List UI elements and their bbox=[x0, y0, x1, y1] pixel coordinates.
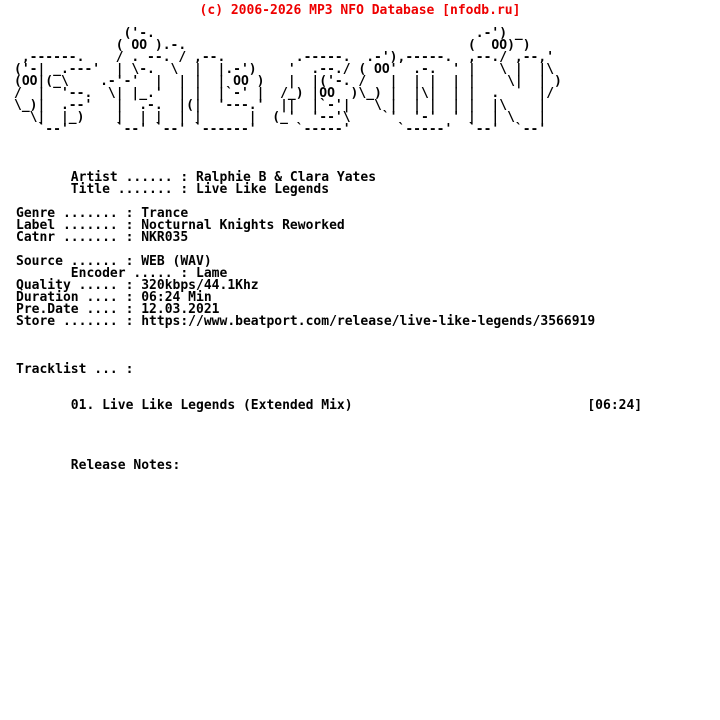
release-notes-text: Release Notes: bbox=[16, 458, 181, 473]
copyright-banner: (c) 2006-2026 MP3 NFO Database [nfodb.ru… bbox=[199, 3, 521, 18]
tracklist-text: Tracklist ... : 01. Live Like Legends (E… bbox=[16, 362, 643, 413]
release-info-text: Artist ...... : Ralphie B & Clara Yates … bbox=[16, 170, 596, 329]
ascii-group-logo: ('-. .-') _ ( OO ).-. ( OO) ) ,------. /… bbox=[14, 26, 562, 137]
